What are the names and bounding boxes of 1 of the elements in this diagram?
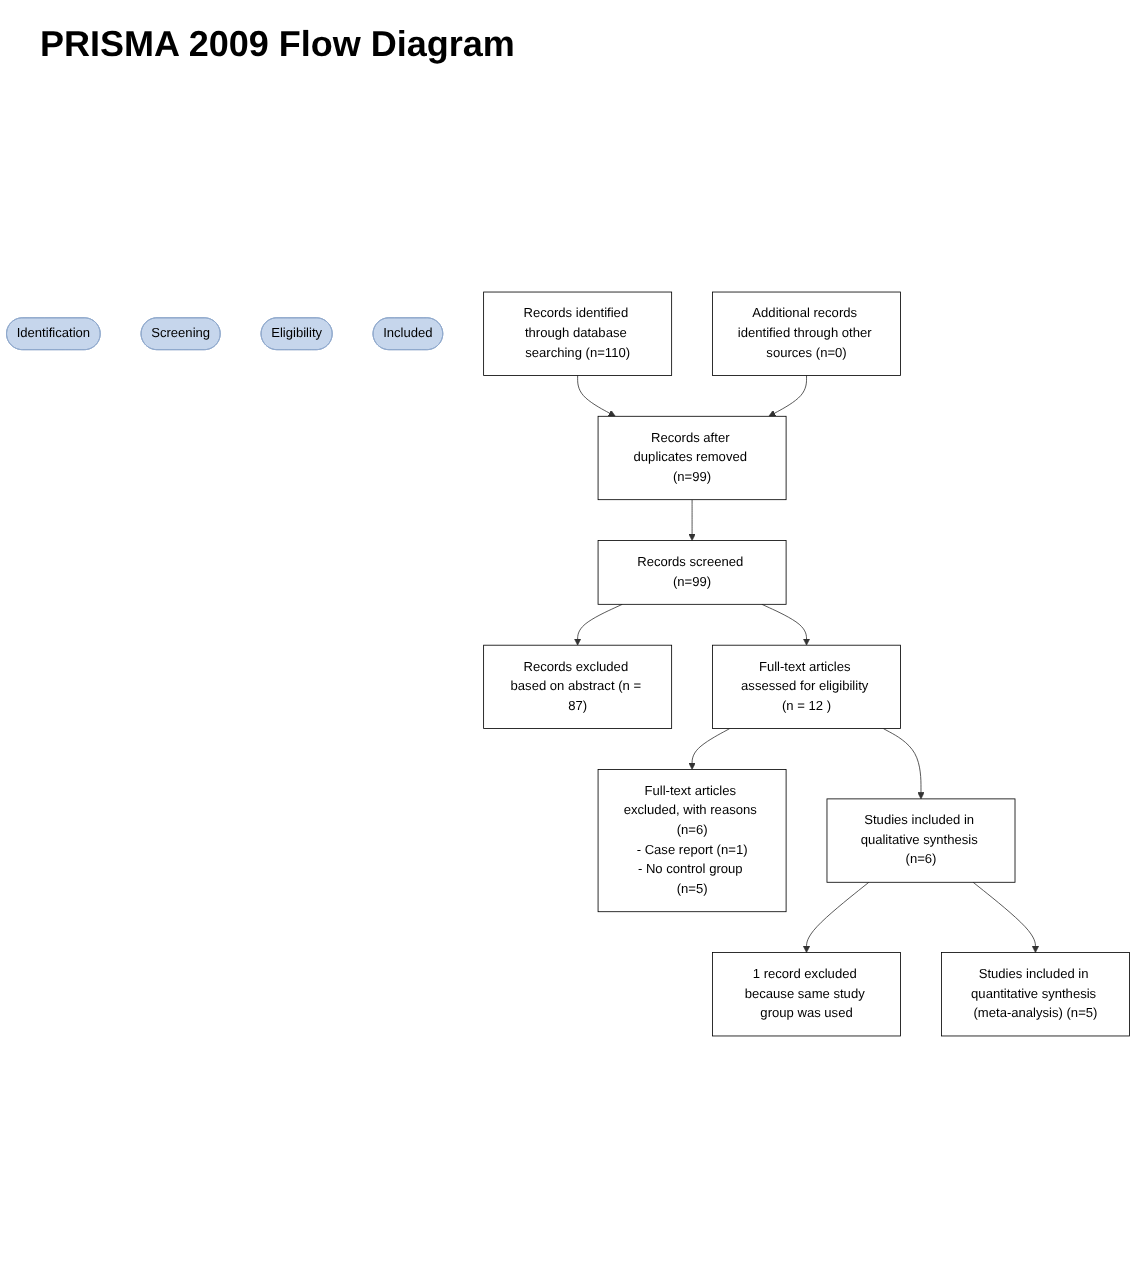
- diagram-title: PRISMA 2009 Flow Diagram: [38, 22, 517, 68]
